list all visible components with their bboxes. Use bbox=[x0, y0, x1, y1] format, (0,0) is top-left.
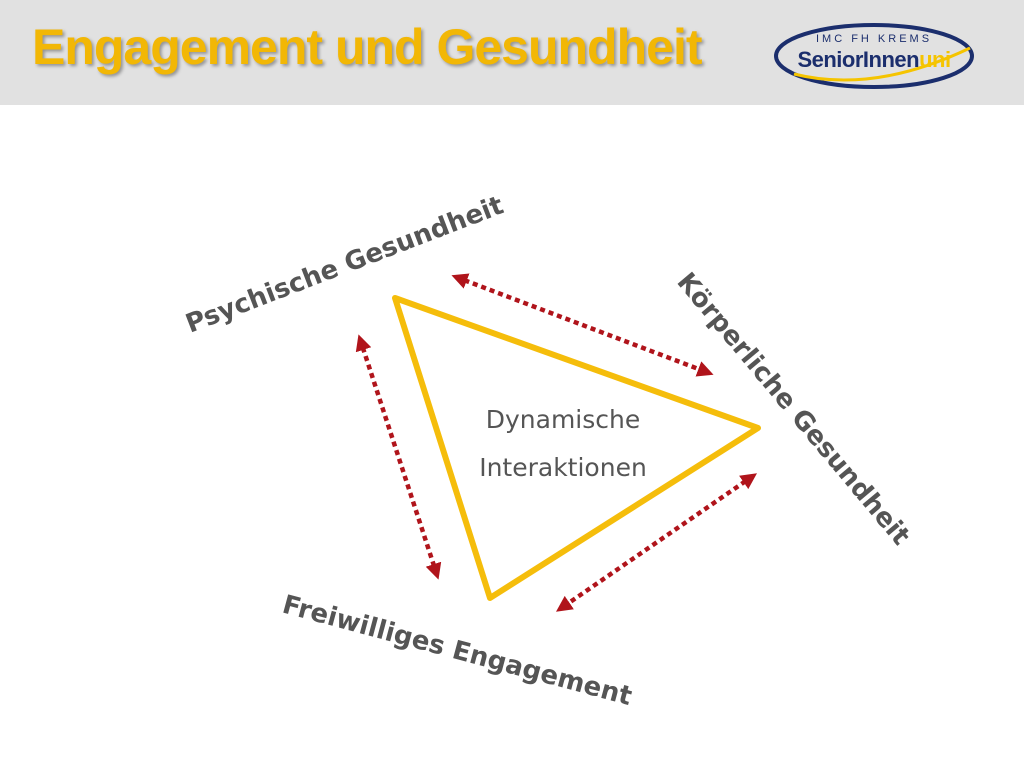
page-title: Engagement und Gesundheit bbox=[32, 19, 702, 75]
logo-wordmark: SeniorInnenuni bbox=[797, 47, 950, 72]
logo-word-b: uni bbox=[919, 47, 951, 72]
label-psychische-gesundheit: Psychische Gesundheit bbox=[182, 191, 508, 340]
logo-ring bbox=[774, 23, 974, 89]
center-text-line-1: Dynamische bbox=[486, 405, 641, 434]
label-freiwilliges-engagement: Freiwilliges Engagement bbox=[279, 590, 635, 712]
arrow-psychisch-engagement bbox=[355, 334, 442, 580]
logo: IMC FH KREMS SeniorInnenuni bbox=[774, 23, 974, 89]
header-bar: Engagement und Gesundheit IMC FH KREMS S… bbox=[0, 0, 1024, 105]
logo-line1: IMC FH KREMS bbox=[816, 33, 932, 45]
logo-swoosh bbox=[793, 46, 971, 82]
logo-word-a: SeniorInnen bbox=[797, 47, 919, 72]
arrow-koerperlich-engagement bbox=[555, 473, 758, 612]
interaction-triangle bbox=[392, 295, 761, 601]
arrow-psychisch-koerperlich bbox=[451, 273, 714, 377]
center-text-line-2: Interaktionen bbox=[479, 453, 647, 482]
